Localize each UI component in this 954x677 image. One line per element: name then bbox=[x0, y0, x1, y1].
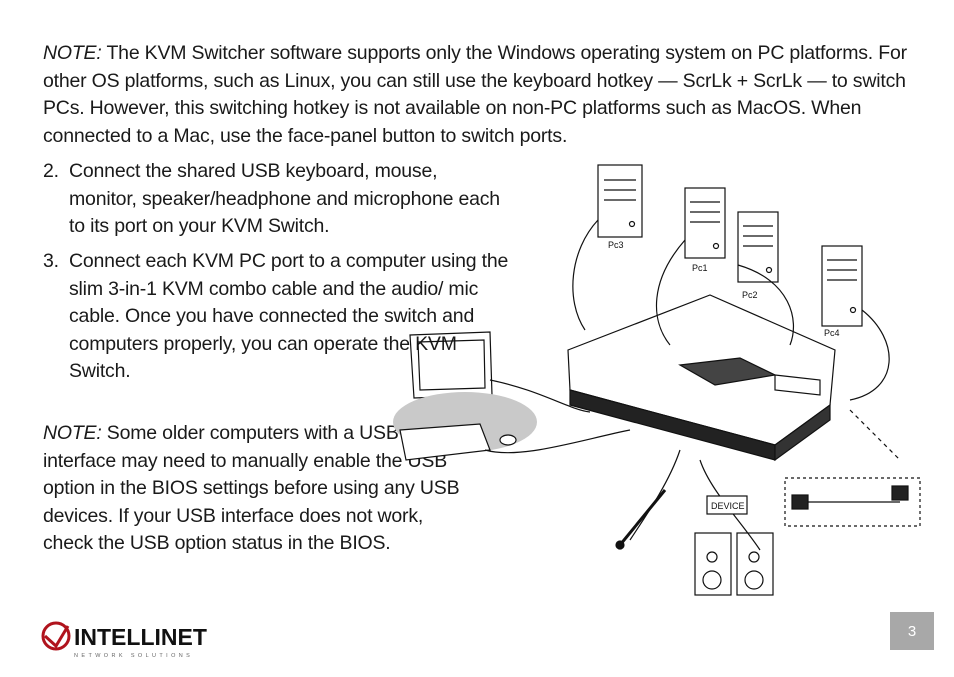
kvm-connection-diagram: Pc3 Pc1 Pc2 Pc4 DEVICE bbox=[393, 164, 921, 596]
logo-tagline: NETWORK SOLUTIONS bbox=[74, 653, 193, 659]
pc-tower-pc1 bbox=[684, 187, 726, 259]
step-text: Connect each KVM PC port to a computer u… bbox=[69, 250, 509, 382]
pc-label-pc4: Pc4 bbox=[824, 328, 840, 338]
cable bbox=[489, 379, 591, 413]
cable bbox=[655, 239, 686, 346]
cable bbox=[849, 309, 890, 401]
device-label: DEVICE bbox=[711, 501, 745, 511]
cable bbox=[629, 449, 681, 541]
pc-label-pc3: Pc3 bbox=[608, 240, 624, 250]
step-item-3: 3. Connect each KVM PC port to a computer… bbox=[43, 248, 513, 386]
dashed-connector bbox=[849, 409, 901, 461]
pc-label-pc1: Pc1 bbox=[692, 263, 708, 273]
pc-tower-pc4 bbox=[821, 245, 863, 327]
pc-tower-pc2 bbox=[737, 211, 779, 283]
intellinet-logo: INTELLINET NETWORK SOLUTIONS bbox=[41, 621, 207, 659]
note-label: NOTE: bbox=[43, 422, 102, 444]
keyboard bbox=[399, 423, 491, 461]
cable bbox=[572, 219, 599, 331]
adapter-box bbox=[784, 477, 921, 527]
microphone-icon bbox=[618, 489, 667, 546]
speaker-left-icon bbox=[694, 532, 732, 596]
pc-tower-pc3 bbox=[597, 164, 643, 238]
note-text: Some older computers with a USB interfac… bbox=[43, 422, 460, 554]
note-paragraph-2: NOTE: Some older computers with a USB in… bbox=[43, 420, 463, 558]
note-label: NOTE: bbox=[43, 42, 102, 64]
mouse bbox=[499, 434, 517, 446]
page-number: 3 bbox=[890, 612, 934, 650]
cable bbox=[484, 429, 631, 454]
cable bbox=[737, 264, 795, 346]
step-number: 3. bbox=[43, 250, 59, 272]
step-number: 2. bbox=[43, 160, 59, 182]
note-text: The KVM Switcher software supports only … bbox=[43, 42, 907, 147]
device-label-box bbox=[706, 495, 748, 515]
speaker-right-icon bbox=[736, 532, 774, 596]
note-paragraph-1: NOTE: The KVM Switcher software supports… bbox=[43, 40, 933, 150]
page-number-text: 3 bbox=[907, 622, 917, 640]
step-text: Connect the shared USB keyboard, mouse, … bbox=[69, 160, 500, 237]
step-item-2: 2. Connect the shared USB keyboard, mouse… bbox=[43, 158, 513, 241]
kvm-switch-unit bbox=[567, 294, 836, 462]
pc-label-pc2: Pc2 bbox=[742, 290, 758, 300]
logo-wordmark: INTELLINET bbox=[74, 624, 207, 650]
